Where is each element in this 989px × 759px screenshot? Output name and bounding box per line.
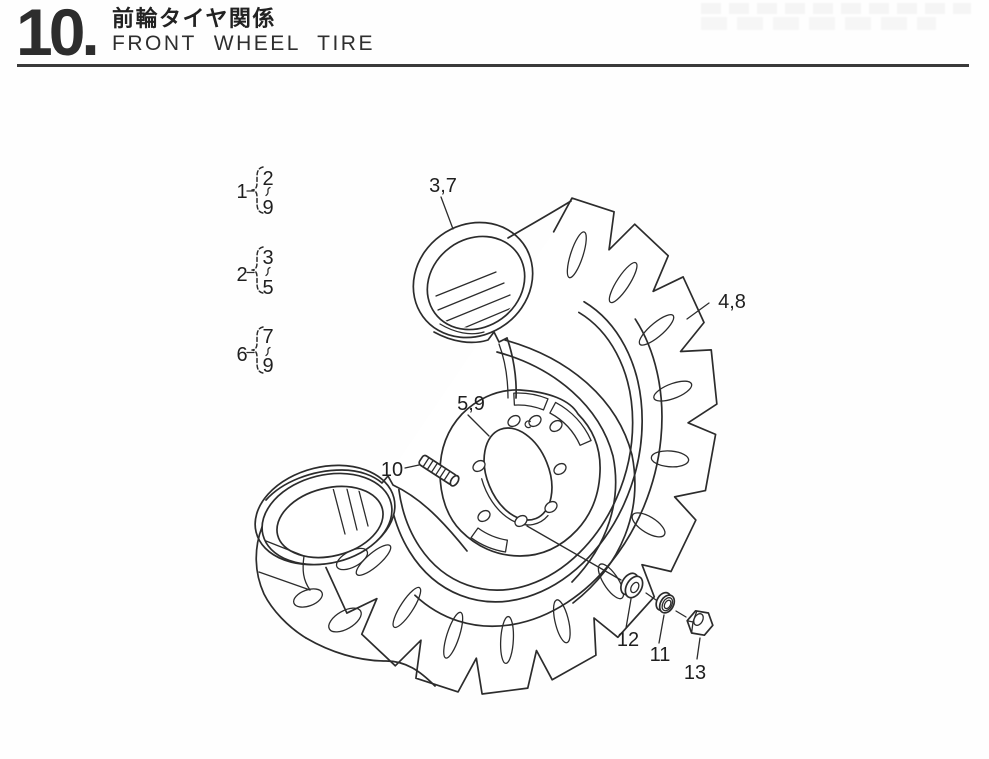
- leader-line-stud: [404, 464, 420, 469]
- lug-slot: [354, 540, 394, 580]
- leader-line-fasteners: [526, 525, 622, 581]
- group-parent-number: 6: [236, 344, 247, 366]
- lug-slot: [653, 377, 692, 405]
- range-tilde-icon: [265, 186, 271, 197]
- label-stud: 10: [381, 459, 403, 481]
- bead-seat-edge-inner: [439, 323, 485, 335]
- tire-section-silhouette: [255, 526, 307, 639]
- label-tire: 4,8: [718, 291, 746, 313]
- disc-slot: [549, 401, 592, 446]
- range-brace-icon: [251, 246, 264, 294]
- tube-opening-bottom: [254, 464, 468, 687]
- label-tube: 3,7: [429, 175, 457, 197]
- lug-slot: [650, 449, 690, 468]
- lug-slot: [335, 547, 369, 571]
- tube-cylinder-top: [507, 200, 572, 239]
- label-spring-washer: 11: [650, 644, 671, 666]
- hex-nut: [686, 609, 714, 637]
- leader-line-fasteners: [675, 610, 687, 618]
- tube-hatching: [332, 484, 369, 535]
- bolt-hole: [528, 414, 542, 428]
- bolt-hole: [514, 514, 528, 528]
- assembly-group-1: 1 2 9: [236, 166, 274, 219]
- label-tick-12: [625, 598, 632, 629]
- bolt-hole: [549, 419, 563, 433]
- tire-section-bottom: [305, 637, 436, 687]
- lug-slot: [637, 310, 677, 350]
- rim-flange-inner: [496, 351, 617, 583]
- lug-slot: [606, 259, 641, 307]
- group-parent-number: 1: [236, 181, 247, 203]
- group-range-to: 9: [262, 197, 273, 219]
- lug-slot: [389, 584, 424, 632]
- tube-inner-ring: [276, 485, 384, 559]
- bolt-hole: [477, 509, 491, 523]
- group-range-to: 9: [262, 355, 273, 377]
- lug-slot: [292, 588, 324, 608]
- facet-crease: [302, 555, 311, 591]
- assembly-group-6: 6 7 9: [236, 326, 273, 377]
- label-nut: 13: [684, 662, 706, 684]
- facet-crease: [258, 571, 311, 591]
- disc-slot: [470, 527, 509, 553]
- group-range-from: 7: [262, 326, 273, 348]
- lug-slot: [500, 616, 515, 664]
- bolt-hole: [472, 459, 486, 473]
- bead-seat-edge: [433, 331, 508, 344]
- leader-line-tire: [686, 302, 710, 320]
- section-number: 10.: [16, 0, 100, 69]
- leader-line-tube: [440, 196, 454, 230]
- label-tick-11: [658, 614, 665, 644]
- plain-washer: [620, 572, 644, 599]
- tube-opening-top: [412, 200, 572, 399]
- range-brace-icon: [251, 326, 264, 374]
- lug-slot: [440, 610, 467, 659]
- lug-slot: [594, 559, 627, 603]
- disc-slot: [513, 392, 549, 411]
- group-range-to: 5: [262, 277, 273, 299]
- title-japanese: 前輪タイヤ関係: [112, 6, 276, 31]
- stud-bolt: [418, 454, 460, 487]
- bolt-hole: [553, 462, 567, 476]
- rim-disc: [439, 389, 601, 557]
- page-header: 10. 前輪タイヤ関係 FRONT WHEEL TIRE: [0, 0, 989, 80]
- page-bleed-through-ghost: [696, 3, 971, 33]
- tire-cut-face-inner: [498, 343, 509, 399]
- title-english: FRONT WHEEL TIRE: [112, 32, 375, 55]
- label-tick-13: [696, 637, 701, 660]
- range-brace-icon: [251, 166, 264, 214]
- range-tilde-icon: [265, 346, 271, 357]
- bolt-hole: [544, 500, 558, 514]
- rim-flange-outer: [504, 339, 636, 604]
- tube-inner-ring: [426, 235, 526, 331]
- group-range-from: 2: [262, 168, 273, 190]
- valve-hole-mark: [524, 420, 531, 429]
- rim-edge-wavy: [265, 469, 468, 552]
- lug-slot: [564, 230, 591, 279]
- spring-washer: [655, 591, 676, 614]
- tire-cut-face: [506, 337, 517, 399]
- range-tilde-icon: [265, 266, 271, 277]
- bolt-hole: [507, 414, 521, 428]
- lug-slot: [629, 508, 668, 541]
- label-rim: 5,9: [457, 393, 485, 415]
- header-rule: [17, 64, 969, 67]
- leader-line-fasteners: [645, 592, 657, 601]
- assembly-group-2: 2 3 5: [236, 246, 274, 299]
- hub-hole: [483, 427, 553, 521]
- group-parent-number: 2: [236, 264, 247, 286]
- group-range-from: 3: [262, 247, 273, 269]
- header-titles: 前輪タイヤ関係 FRONT WHEEL TIRE: [112, 6, 375, 56]
- lug-slot: [328, 607, 362, 633]
- tire-inner-edge: [364, 262, 681, 635]
- label-plain-washer: 12: [617, 629, 639, 651]
- lug-slot: [550, 597, 573, 646]
- tire-bead-edge: [377, 276, 668, 620]
- facet-crease: [265, 540, 305, 557]
- leader-line-rim: [467, 414, 490, 437]
- hub-hole-chamfer: [481, 478, 549, 526]
